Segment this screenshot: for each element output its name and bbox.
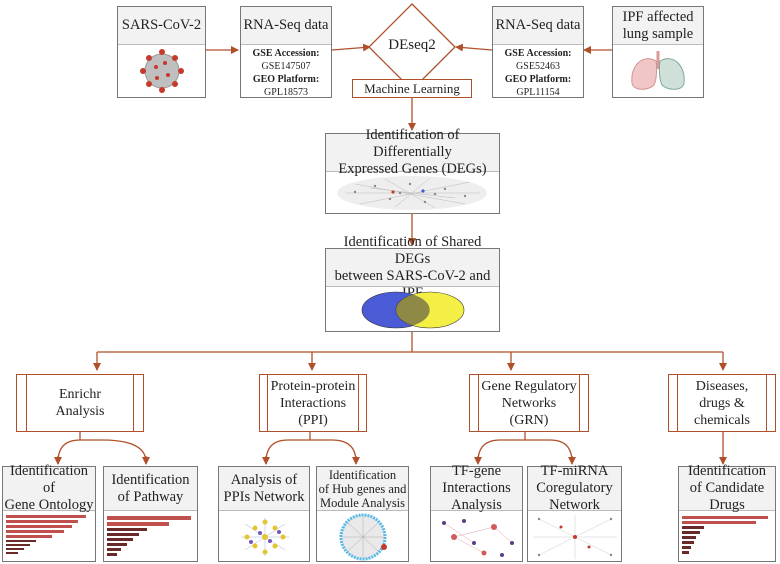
ppi-box: Protein-protein Interactions (PPI) [259, 374, 367, 432]
tf-mirna-box: TF-miRNA Coregulatory Network [527, 463, 622, 562]
gse-accession-left: GSE147507 [261, 61, 311, 72]
geo-platform-left: GPL18573 [264, 87, 308, 98]
ppi-line2: Interactions [279, 395, 347, 411]
go-line2: Gene Ontology [4, 497, 94, 513]
hub-line1: Identification [328, 467, 397, 482]
enrichr-box: Enrichr Analysis [16, 374, 144, 432]
tf-gene-box: TF-gene Interactions Analysis [430, 463, 523, 562]
pathway-barchart-image [107, 516, 191, 556]
sars-cov-2-label: SARS-CoV-2 [118, 7, 205, 45]
drugs-line3: Drugs [709, 497, 745, 513]
tfmirna-line1: TF-miRNA [540, 463, 609, 479]
grn-line1: Gene Regulatory [481, 378, 577, 394]
shared-degs-box: Identification of Shared DEGs between SA… [325, 234, 500, 332]
ppi-network-box: Analysis of PPIs Network [218, 466, 310, 562]
machine-learning-box: Machine Learning [352, 79, 472, 98]
ppi-network-image [241, 518, 289, 556]
deseq2-label: DEseq2 [388, 36, 436, 53]
tf-gene-network-image [442, 519, 514, 557]
degs-title-line2: Expressed Genes (DEGs) [338, 161, 487, 177]
tfgene-line2: Interactions [442, 480, 511, 496]
drugs-line2: of Candidate [689, 480, 765, 496]
hub-line2: of Hub genes and [318, 481, 407, 496]
rna-seq-right-box: RNA-Seq data GSE Accession: GSE52463 GEO… [492, 6, 584, 98]
gse-accession-right: GSE52463 [516, 61, 560, 72]
gse-accession-label-right: GSE Accession [504, 48, 569, 59]
geo-platform-right: GPL11154 [516, 87, 560, 98]
machine-learning-label: Machine Learning [364, 81, 460, 96]
grn-line3: (GRN) [509, 412, 549, 428]
drugs-barchart-image [682, 516, 768, 554]
grn-box: Gene Regulatory Networks (GRN) [469, 374, 589, 432]
rna-seq-right-title: RNA-Seq data [493, 7, 583, 45]
tf-mirna-network-image [533, 515, 617, 559]
shared-title-line1: Identification of Shared DEGs [343, 233, 482, 267]
ddc-box: Diseases, drugs & chemicals [668, 374, 776, 432]
ppin-line2: PPIs Network [223, 488, 305, 505]
arrow-rnaright-to-deseq [455, 43, 493, 52]
tfgene-line1: TF-gene [451, 463, 502, 479]
rna-seq-left-box: RNA-Seq data GSE Accession: GSE147507 GE… [240, 6, 332, 98]
drugs-line1: Identification [687, 463, 767, 479]
hub-genes-box: Identification of Hub genes and Module A… [316, 466, 409, 562]
tfmirna-line2: Coregulatory [536, 480, 613, 496]
go-line1: Identification of [9, 463, 89, 496]
candidate-drugs-box: Identification of Candidate Drugs [678, 463, 776, 562]
geo-platform-label-left: GEO Platform: [252, 74, 320, 85]
tfmirna-line3: Network [549, 497, 600, 513]
ppi-line3: (PPI) [298, 412, 328, 428]
gse-accession-label-left: GSE Accession [252, 48, 317, 59]
virus-image [140, 49, 184, 93]
ipf-box: IPF affected lung sample [612, 6, 704, 98]
degs-title-line1: Identification of Differentially [365, 127, 460, 160]
venn-diagram [361, 291, 465, 329]
pathway-line2: of Pathway [117, 488, 184, 505]
enrichr-line1: Enrichr [59, 387, 101, 402]
rna-seq-left-title: RNA-Seq data [241, 7, 331, 45]
arrow-rnaleft-to-deseq [331, 43, 371, 52]
ipf-label-line2: lung sample [622, 25, 694, 42]
pathway-box: Identification of Pathway [103, 466, 198, 562]
ddc-line2: drugs & [699, 395, 745, 411]
pathway-line1: Identification [111, 471, 190, 488]
grn-line2: Networks [501, 395, 557, 411]
ddc-line1: Diseases, [695, 378, 749, 394]
tfgene-line3: Analysis [451, 497, 502, 513]
go-barchart-image [6, 515, 86, 554]
degs-network-image [337, 176, 487, 210]
hub-genes-image [339, 513, 387, 561]
ddc-line3: chemicals [694, 412, 750, 428]
ppin-line1: Analysis of [230, 471, 298, 488]
geo-platform-label-right: GEO Platform: [504, 74, 572, 85]
sars-cov-2-box: SARS-CoV-2 [117, 6, 206, 98]
enrichr-line2: Analysis [55, 404, 105, 419]
hub-line3: Module Analysis [319, 495, 406, 510]
lung-image [631, 51, 685, 90]
ipf-label-line1: IPF affected [622, 8, 694, 25]
go-box: Identification of Gene Ontology [2, 463, 96, 562]
degs-box: Identification of Differentially Express… [325, 127, 500, 214]
ppi-line1: Protein-protein [270, 378, 356, 394]
